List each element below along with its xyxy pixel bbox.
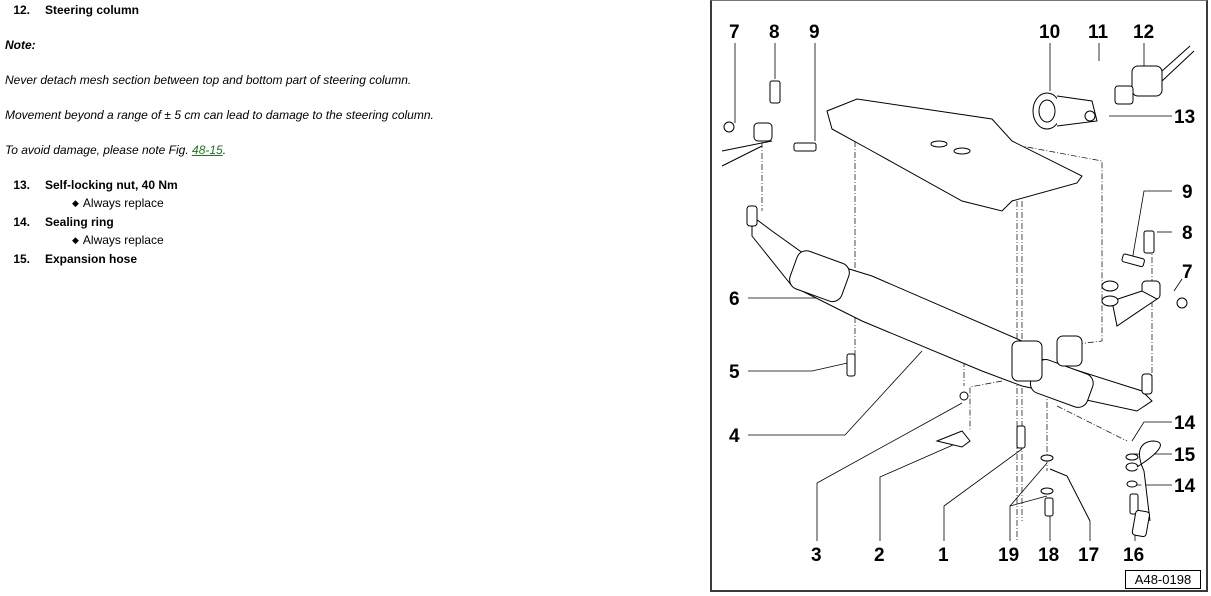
leader-line-2 <box>879 440 963 541</box>
callout-9-top: 9 <box>809 22 820 43</box>
item-number: 14. <box>13 215 30 229</box>
item-number: 13. <box>13 178 30 192</box>
callout-8-right: 8 <box>1182 223 1193 244</box>
callout-16: 16 <box>1123 545 1144 566</box>
bullet-text: Always replace <box>82 233 164 247</box>
bullet-text: Always replace <box>82 196 164 210</box>
leader-line-7b <box>1173 278 1183 292</box>
item-number: 15. <box>13 252 30 266</box>
callout-11: 11 <box>1088 22 1109 43</box>
note-link-suffix: . <box>222 143 227 157</box>
exploded-diagram-figure: 7 8 9 10 11 12 13 9 8 7 14 15 14 6 5 4 3… <box>710 0 1208 592</box>
note-heading: Note: <box>5 38 36 52</box>
diamond-bullet-icon: ◆ <box>72 198 79 208</box>
leader-line-3 <box>816 402 963 541</box>
callout-14-top: 14 <box>1174 413 1196 434</box>
callout-2: 2 <box>874 545 885 566</box>
callout-7-right: 7 <box>1182 262 1193 283</box>
callout-9-right: 9 <box>1182 182 1193 203</box>
figure-reference-label: A48-0198 <box>1125 570 1201 589</box>
callout-18: 18 <box>1038 545 1059 566</box>
callout-12: 12 <box>1133 22 1154 43</box>
heat-shield-plate <box>826 98 1083 212</box>
item-label: Sealing ring <box>45 215 114 229</box>
note-text-3: To avoid damage, please note Fig. 48-15. <box>5 143 226 157</box>
item-label: Steering column <box>45 3 140 17</box>
leader-line-19a <box>1009 462 1048 541</box>
callout-4: 4 <box>729 426 740 447</box>
callout-10: 10 <box>1039 22 1060 43</box>
leader-line-19b <box>1009 495 1048 507</box>
callout-19: 19 <box>998 545 1019 566</box>
leader-line-9b <box>1131 190 1172 262</box>
callout-7-top: 7 <box>729 22 740 43</box>
leader-line-1 <box>943 448 1023 541</box>
item-14-bullet: ◆Always replace <box>72 233 164 247</box>
leader-line-14a <box>1131 421 1172 442</box>
note-link-prefix: To avoid damage, please note Fig. <box>5 143 193 157</box>
universal-joint <box>1131 65 1163 97</box>
note-text-2: Movement beyond a range of ± 5 cm can le… <box>5 108 434 122</box>
item-label: Self-locking nut, 40 Nm <box>45 178 178 192</box>
callout-1: 1 <box>938 545 949 566</box>
callout-6: 6 <box>729 289 740 310</box>
callout-17: 17 <box>1078 545 1099 566</box>
callout-8-top: 8 <box>769 22 780 43</box>
callout-5: 5 <box>729 362 740 383</box>
steering-rack-diagram: 7 8 9 10 11 12 13 9 8 7 14 15 14 6 5 4 3… <box>721 22 1196 566</box>
figure-link[interactable]: 48-15 <box>192 143 223 157</box>
item-number: 12. <box>13 3 30 17</box>
callout-15: 15 <box>1174 445 1196 466</box>
item-label: Expansion hose <box>45 252 138 266</box>
diamond-bullet-icon: ◆ <box>72 235 79 245</box>
leader-line-4 <box>748 350 923 436</box>
callout-14-bottom: 14 <box>1174 476 1196 497</box>
note-text-1: Never detach mesh section between top an… <box>5 73 412 87</box>
leader-line-5 <box>748 361 853 372</box>
bellows-left <box>789 250 850 303</box>
callout-13: 13 <box>1174 107 1195 128</box>
item-13-bullet: ◆Always replace <box>72 196 164 210</box>
callout-3: 3 <box>811 545 822 566</box>
